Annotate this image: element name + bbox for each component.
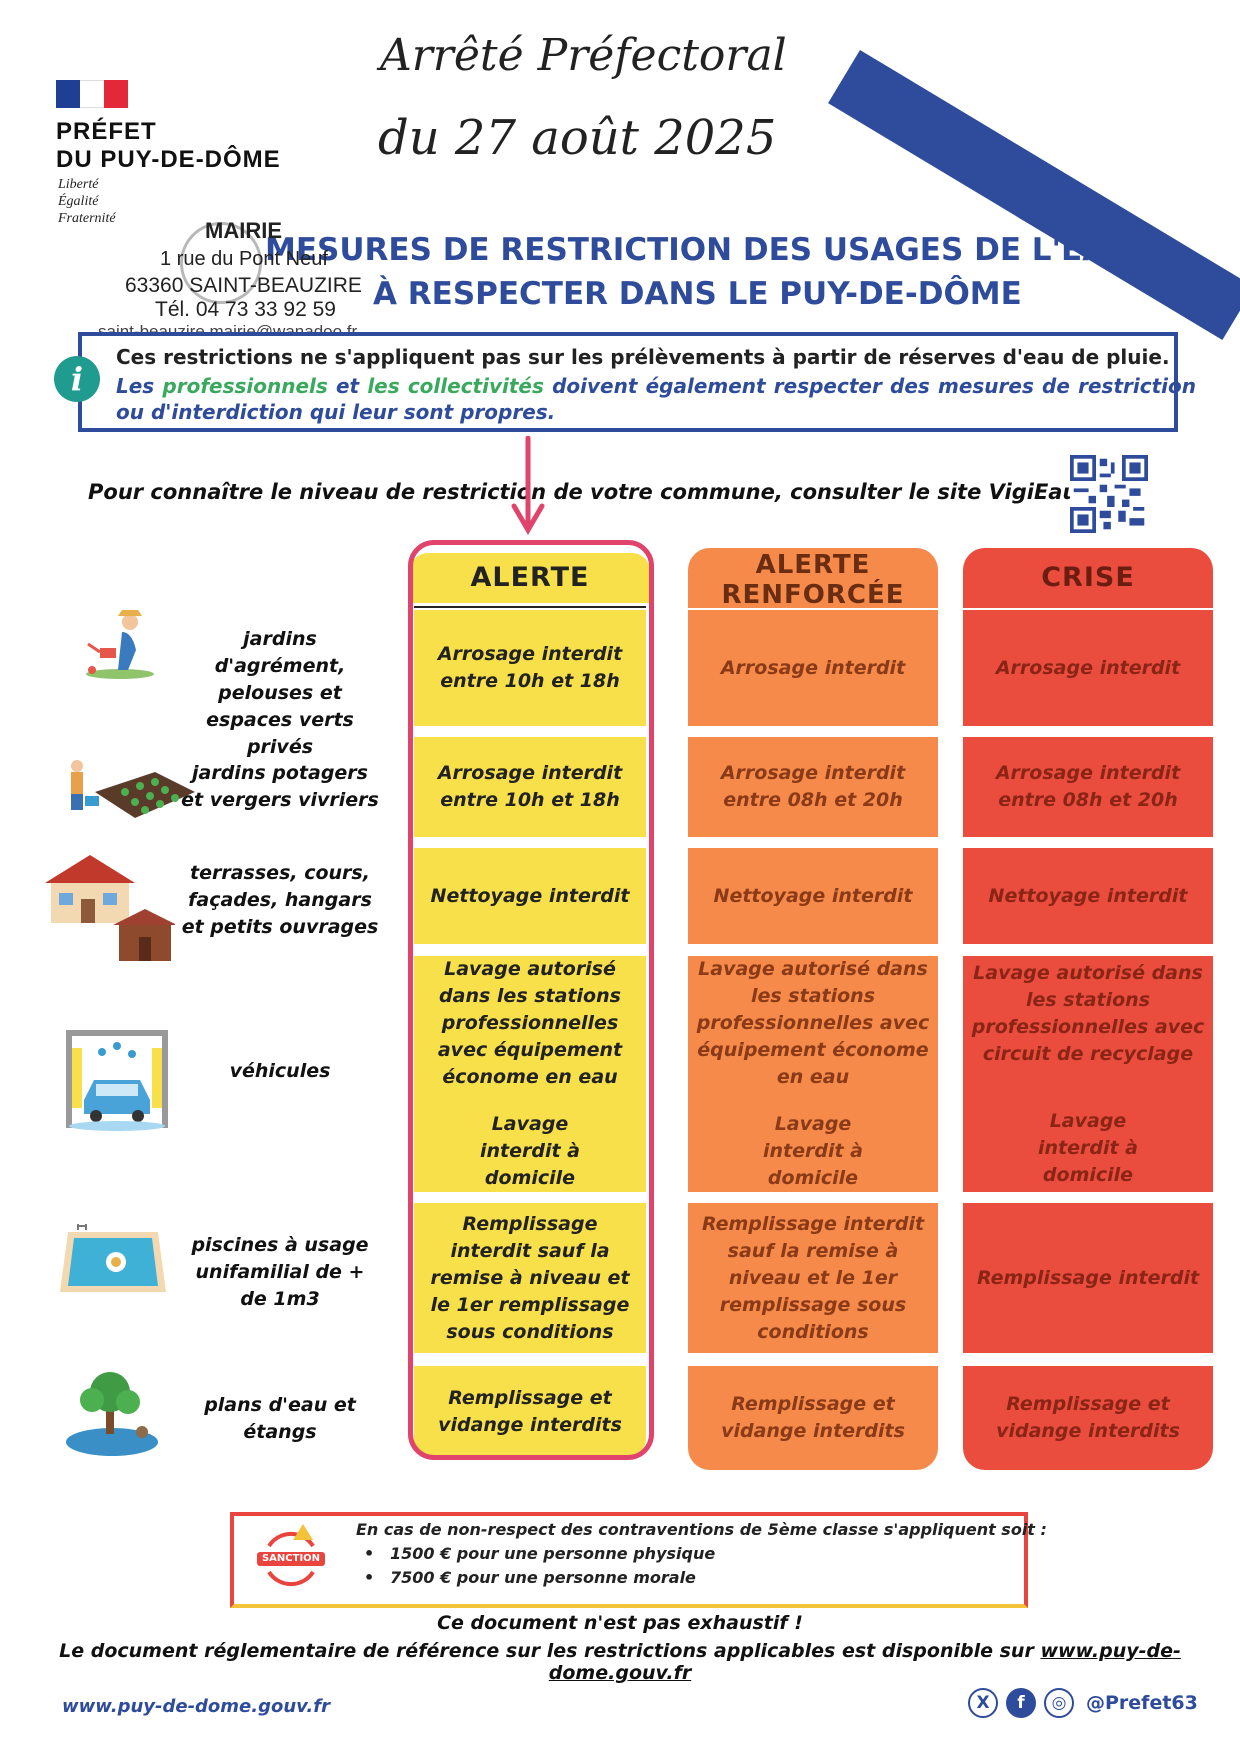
renforcee-vehicules-stations: Lavage autorisé dans les stations profes… <box>696 958 930 1088</box>
devise-egalite: Égalité <box>58 194 99 209</box>
stamp-mairie: MAIRIE <box>205 218 282 243</box>
usage-piscines: piscines à usage unifamilial de + de 1m3 <box>191 1234 369 1310</box>
facebook-icon[interactable]: f <box>1006 1688 1036 1718</box>
title-line2: À RESPECTER DANS LE PUY-DE-DÔME <box>373 276 1022 312</box>
sanction-badge: SANCTION <box>261 1553 321 1564</box>
usage-vehicules: véhicules <box>229 1060 331 1082</box>
vigieau-text: Pour connaître le niveau de restriction … <box>88 480 1094 504</box>
social-links: X f ◎ @Prefet63 <box>968 1688 1198 1718</box>
footer-reference-text: Le document réglementaire de référence s… <box>59 1640 1041 1662</box>
sanction-item-morale: 7500 € pour une personne morale <box>356 1566 1047 1590</box>
page-title: MESURES DE RESTRICTION DES USAGES DE L'E… <box>265 228 1130 316</box>
republique-flag-logo <box>56 80 128 108</box>
x-icon[interactable]: X <box>968 1688 998 1718</box>
footer-disclaimer: Ce document n'est pas exhaustif ! <box>437 1612 803 1634</box>
info-collectivites: les collectivités <box>367 374 544 398</box>
cell-renforcee-piscines: Remplissage interdit sauf la remise à ni… <box>688 1203 938 1353</box>
prefet-title: PRÉFET DU PUY-DE-DÔME <box>56 118 281 174</box>
info-icon: i <box>54 356 100 402</box>
cell-crise-jardins-agrement: Arrosage interdit <box>963 610 1213 726</box>
sanction-item-physique: 1500 € pour une personne physique <box>356 1542 1047 1566</box>
info-professionals: Les professionnels et les collectivités … <box>116 373 1196 425</box>
crise-vehicules-domicile: Lavage interdit à domicile <box>1037 1109 1138 1186</box>
cell-renforcee-terrasses: Nettoyage interdit <box>688 848 938 944</box>
twitter-handle[interactable]: @Prefet63 <box>1086 1692 1198 1714</box>
column-renforcee-header <box>688 548 938 608</box>
stamp-city: 63360 SAINT-BEAUZIRE <box>125 274 362 297</box>
level-renforcee: ALERTE RENFORCÉE <box>688 550 938 610</box>
sanction-intro: En cas de non-respect des contraventions… <box>356 1520 1047 1539</box>
cell-crise-plans-eau: Remplissage et vidange interdits <box>963 1366 1213 1470</box>
sanction-warning-icon <box>257 1524 325 1587</box>
gardener-icon <box>86 610 154 679</box>
cell-crise-potagers: Arrosage interdit entre 08h et 20h <box>963 737 1213 837</box>
cell-alerte-terrasses: Nettoyage interdit <box>414 848 646 944</box>
devise: Liberté Égalité Fraternité <box>58 176 116 227</box>
cell-crise-terrasses: Nettoyage interdit <box>963 848 1213 944</box>
cell-renforcee-potagers: Arrosage interdit entre 08h et 20h <box>688 737 938 837</box>
info-box <box>78 332 1178 432</box>
info-text-mid: et <box>327 374 368 398</box>
level-alerte: ALERTE <box>470 562 590 593</box>
alerte-underline <box>414 606 646 608</box>
level-renforcee-2: RENFORCÉE <box>721 580 905 610</box>
cell-alerte-jardins-agrement: Arrosage interdit entre 10h et 18h <box>414 610 646 726</box>
level-crise: CRISE <box>1041 562 1135 593</box>
renforcee-vehicules-domicile: Lavage interdit à domicile <box>762 1113 863 1189</box>
stamp-seal <box>180 222 262 304</box>
instagram-icon[interactable]: ◎ <box>1044 1688 1074 1718</box>
footer-reference: Le document réglementaire de référence s… <box>0 1640 1240 1684</box>
handwritten-date: du 27 août 2025 <box>378 110 777 166</box>
handdrawn-highlight-alerte <box>408 540 654 1460</box>
stamp-phone: Tél. 04 73 33 92 59 <box>155 298 336 321</box>
level-renforcee-1: ALERTE <box>755 550 871 580</box>
usage-plans-eau: plans d'eau et étangs <box>204 1394 356 1443</box>
info-professionnels: professionnels <box>162 374 328 398</box>
alerte-vehicules-stations: Lavage autorisé dans les stations profes… <box>437 958 623 1088</box>
prefet-line2: DU PUY-DE-DÔME <box>56 146 281 173</box>
swimming-pool-icon <box>60 1224 166 1292</box>
crise-vehicules-stations: Lavage autorisé dans les stations profes… <box>971 961 1205 1065</box>
devise-liberte: Liberté <box>58 177 99 192</box>
devise-fraternite: Fraternité <box>58 211 116 226</box>
cell-renforcee-plans-eau: Remplissage et vidange interdits <box>688 1366 938 1470</box>
car-wash-icon <box>66 1030 168 1131</box>
column-alerte-header <box>410 553 650 603</box>
alerte-vehicules-domicile: Lavage interdit à domicile <box>479 1113 580 1189</box>
handwritten-arrete: Arrêté Préfectoral <box>380 30 787 81</box>
cell-alerte-plans-eau: Remplissage et vidange interdits <box>414 1366 646 1458</box>
pond-icon <box>66 1372 158 1456</box>
title-line1: MESURES DE RESTRICTION DES USAGES DE L'E… <box>265 232 1131 268</box>
info-rainwater: Ces restrictions ne s'appliquent pas sur… <box>116 345 1170 369</box>
cell-alerte-vehicules: Lavage autorisé dans les stations profes… <box>414 956 646 1192</box>
footer-website-link[interactable]: www.puy-de-dome.gouv.fr <box>62 1696 330 1717</box>
cell-alerte-piscines: Remplissage interdit sauf la remise à ni… <box>414 1203 646 1353</box>
cell-renforcee-jardins-agrement: Arrosage interdit <box>688 610 938 726</box>
vegetable-garden-icon <box>71 760 195 818</box>
prefet-line1: PRÉFET <box>56 118 157 145</box>
sanction-text: En cas de non-respect des contraventions… <box>356 1518 1047 1590</box>
usage-terrasses: terrasses, cours, façades, hangars et pe… <box>181 862 379 938</box>
cell-alerte-potagers: Arrosage interdit entre 10h et 18h <box>414 737 646 837</box>
vigieau-qr-code[interactable] <box>1070 455 1148 533</box>
footer-reference-link[interactable]: www.puy-de-dome.gouv.fr <box>548 1640 1181 1684</box>
handdrawn-arrow-icon <box>511 436 545 535</box>
column-crise-header <box>963 548 1213 608</box>
usage-jardins-agrement: jardins d'agrément, pelouses et espaces … <box>206 628 354 758</box>
usage-jardins-potagers: jardins potagers et vergers vivriers <box>181 762 379 811</box>
cell-crise-vehicules: Lavage autorisé dans les stations profes… <box>963 956 1213 1192</box>
house-terrace-icon <box>45 855 175 961</box>
cell-crise-piscines: Remplissage interdit <box>963 1203 1213 1353</box>
info-text-pre: Les <box>116 374 163 398</box>
stamp-address: 1 rue du Pont Neuf <box>160 248 328 270</box>
cell-renforcee-vehicules: Lavage autorisé dans les stations profes… <box>688 956 938 1192</box>
info-text-post: doivent également respecter des mesures … <box>116 374 1196 424</box>
